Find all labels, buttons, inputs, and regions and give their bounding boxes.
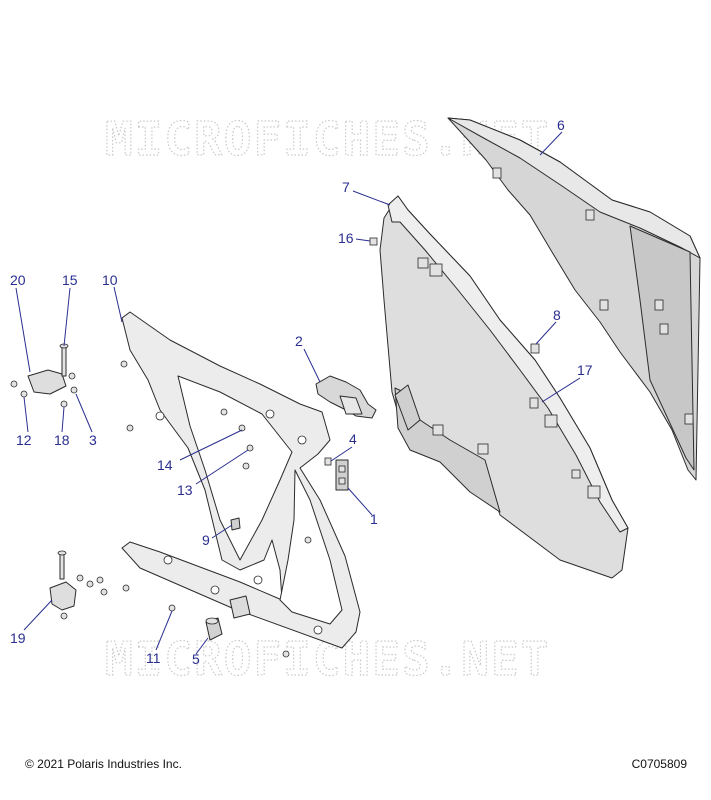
callout-3: 3 xyxy=(89,432,97,448)
callouts: 1 2 3 4 5 6 7 8 9 10 11 12 13 14 15 16 1… xyxy=(10,117,593,667)
latch xyxy=(315,375,377,419)
clip-16 xyxy=(369,237,378,246)
callout-18: 18 xyxy=(54,432,70,448)
copyright-text: © 2021 Polaris Industries Inc. xyxy=(25,757,182,771)
callout-5: 5 xyxy=(192,651,200,667)
callout-9: 9 xyxy=(202,532,210,548)
door-frame xyxy=(121,311,361,649)
leader-lines xyxy=(15,131,581,655)
callout-14: 14 xyxy=(157,457,173,473)
callout-20: 20 xyxy=(10,272,26,288)
striker xyxy=(335,459,349,491)
callout-17: 17 xyxy=(577,362,593,378)
callout-10: 10 xyxy=(102,272,118,288)
part-4 xyxy=(324,457,332,466)
spacer-9 xyxy=(230,517,241,531)
bumper xyxy=(205,617,223,641)
callout-7: 7 xyxy=(342,179,350,195)
callout-4: 4 xyxy=(349,431,357,447)
callout-12: 12 xyxy=(16,432,32,448)
outer-door-panel xyxy=(447,117,701,481)
callout-19: 19 xyxy=(10,630,26,646)
callout-8: 8 xyxy=(553,307,561,323)
drawing-id: C0705809 xyxy=(631,757,687,771)
callout-1: 1 xyxy=(370,511,378,527)
clip-8 xyxy=(530,343,540,354)
callout-16: 16 xyxy=(338,230,354,246)
upper-hinge xyxy=(10,343,78,408)
callout-15: 15 xyxy=(62,272,78,288)
inner-door-panel xyxy=(379,195,629,579)
callout-13: 13 xyxy=(177,482,193,498)
callout-6: 6 xyxy=(557,117,565,133)
callout-11: 11 xyxy=(146,650,161,666)
frame-fasteners xyxy=(120,360,312,658)
callout-2: 2 xyxy=(295,333,303,349)
lower-hinge xyxy=(49,550,130,620)
